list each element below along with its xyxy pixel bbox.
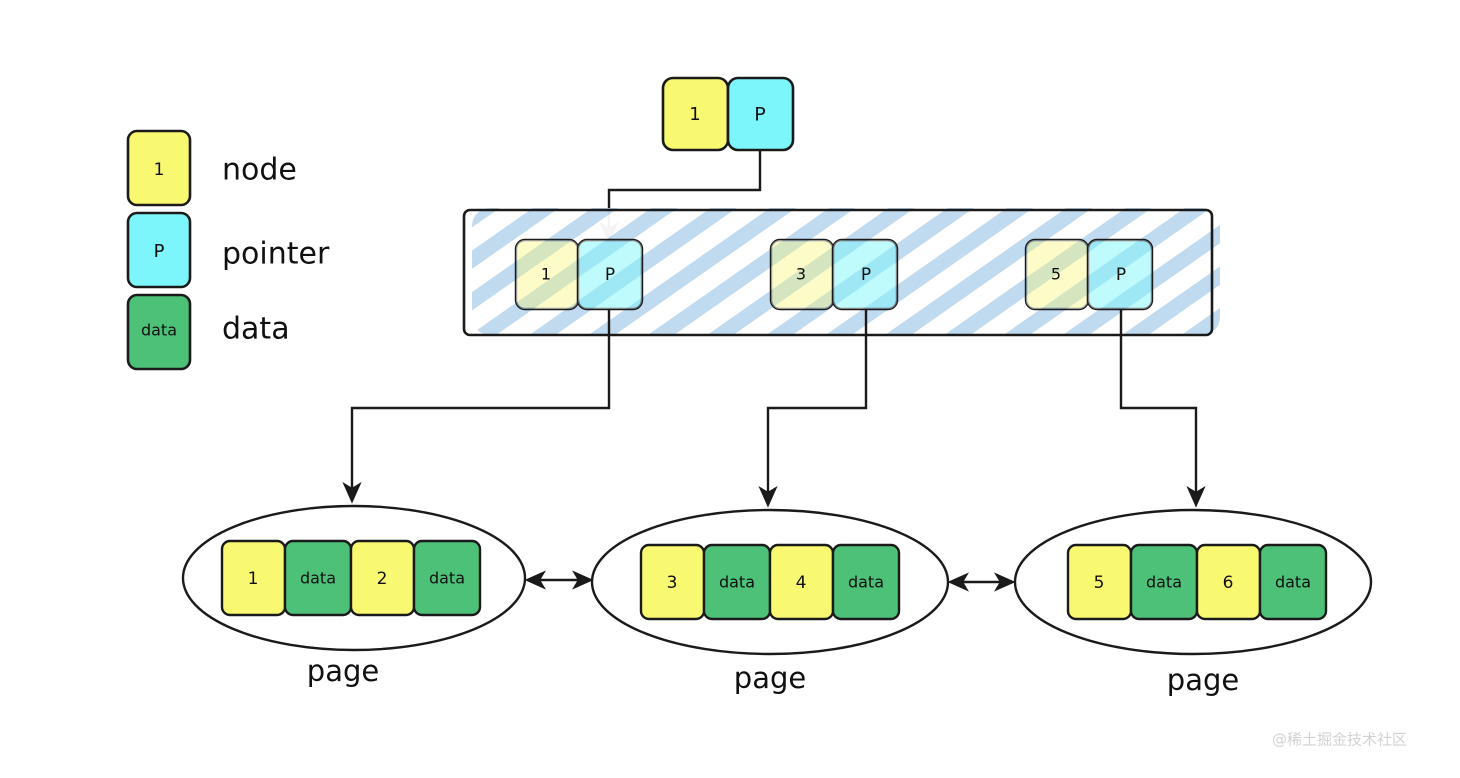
page-3-cell-2-text: 6 [1223, 573, 1234, 593]
buffer-entry-3: 5 P [1024, 238, 1154, 311]
buffer-entry-1: 1 P [514, 238, 644, 311]
legend-data-swatch-text: data [141, 321, 177, 340]
connector-entry3-to-page3 [1119, 309, 1206, 508]
connector-entry1-to-page1 [342, 309, 611, 504]
buffer-entry-3-key-overlay [1026, 240, 1088, 309]
buffer-entry-1-pointer-text: P [605, 265, 615, 285]
buffer-entry-3-key-text: 5 [1051, 265, 1061, 284]
page-1: 1 data 2 data page [181, 504, 527, 688]
legend-node-swatch [126, 129, 192, 207]
buffer-band: 1 P 3 P 5 P [462, 208, 1220, 337]
legend-node-label: node [222, 153, 297, 188]
legend-data-label: data [222, 312, 290, 347]
buffer-entry-2-pointer-overlay [833, 240, 897, 309]
page-1-cell-2-text: 2 [377, 569, 388, 589]
page-1-label: page [307, 654, 379, 688]
buffer-entry-3-pointer-text: P [1116, 265, 1126, 285]
page-2-cell-0-text: 3 [667, 573, 678, 593]
root-node-pointer-text: P [754, 104, 765, 126]
page-3: 5 data 6 data page [1013, 508, 1373, 697]
legend-item-node: 1 node [126, 129, 297, 207]
buffer-entry-1-key-text: 1 [541, 265, 551, 284]
root-node-key-text: 1 [689, 104, 700, 125]
legend-pointer-label: pointer [222, 237, 330, 272]
connector-entry2-to-page2 [758, 309, 868, 508]
page-3-cell-0-text: 5 [1094, 573, 1105, 593]
root-node: 1 P [661, 76, 795, 152]
buffer-band-border [462, 208, 1214, 337]
buffer-entry-2-key-text: 3 [796, 265, 806, 284]
buffer-entry-2-pointer-text: P [861, 265, 871, 285]
page-2-cells: 3 data 4 data [639, 543, 901, 621]
page-1-cell-1-text: data [300, 569, 336, 588]
page-2-cell-1-text: data [719, 573, 755, 592]
page-3-label: page [1167, 663, 1239, 697]
page-2-label: page [734, 661, 806, 695]
page-2-cell-2-text: 4 [796, 573, 807, 593]
page-2-cell-3 [831, 543, 901, 621]
legend: 1 node P pointer data data [126, 129, 330, 371]
legend-item-data: data data [126, 293, 290, 371]
page-3-cell-3-text: data [1275, 573, 1311, 592]
page-3-cell-3 [1258, 543, 1328, 621]
page-2: 3 data 4 data page [590, 508, 950, 695]
buffer-entry-3-pointer-overlay [1088, 240, 1152, 309]
buffer-entry-2-key-overlay [771, 240, 833, 309]
legend-node-swatch-text: 1 [154, 160, 165, 180]
page-1-cell-3 [412, 539, 482, 617]
page-3-cells: 5 data 6 data [1066, 543, 1328, 621]
page-1-cell-0-text: 1 [248, 569, 259, 589]
page-3-cell-1-text: data [1146, 573, 1182, 592]
buffer-entry-2: 3 P [769, 238, 899, 311]
watermark-text: @稀土掘金技术社区 [1272, 731, 1407, 749]
buffer-entry-1-pointer-overlay [578, 240, 642, 309]
page-1-cell-3-text: data [429, 569, 465, 588]
legend-item-pointer: P pointer [126, 211, 330, 289]
legend-pointer-swatch [126, 211, 192, 289]
legend-pointer-swatch-text: P [154, 241, 165, 262]
legend-data-swatch [126, 293, 192, 371]
page-1-cells: 1 data 2 data [220, 539, 482, 617]
buffer-entry-1-key-overlay [516, 240, 578, 309]
page-2-cell-3-text: data [848, 573, 884, 592]
